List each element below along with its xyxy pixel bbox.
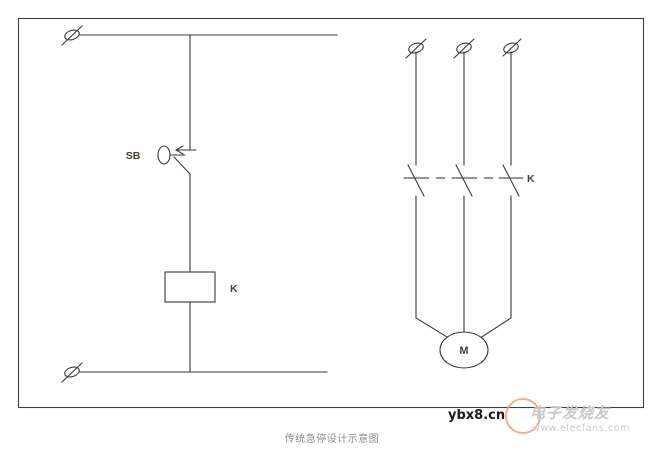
phase-l1-wire-lower — [415, 195, 453, 341]
diagram-caption: 传统急停设计示意图 — [284, 434, 380, 445]
diagram-frame — [17, 17, 645, 409]
pushbutton-sb — [157, 145, 197, 175]
phase-terminal-l3-slash — [502, 38, 522, 57]
watermark-url: www.elecfans.com — [532, 423, 631, 434]
contactor-label: K — [527, 173, 535, 185]
watermark-logo-ring — [505, 398, 541, 434]
pushbutton-actuator — [157, 145, 171, 165]
top-left-terminal — [61, 25, 83, 46]
phase-l3 — [476, 38, 524, 341]
phase-l2 — [451, 38, 477, 333]
terminal-slash — [61, 25, 83, 46]
motor-symbol: M — [439, 331, 489, 369]
motor-circle — [439, 331, 489, 369]
terminal-slash — [61, 362, 83, 383]
phase-terminal-l1-slash — [405, 38, 427, 59]
motor-label: M — [459, 345, 468, 357]
watermark: ybx8.cn 电子发烧友 www.elecfans.com — [448, 398, 664, 442]
bottom-left-terminal — [61, 362, 83, 383]
watermark-brand: 电子发烧友 — [530, 404, 611, 422]
power-circuit: K M — [403, 38, 535, 369]
control-circuit: SB K — [61, 25, 338, 383]
contact-l1-blade — [407, 164, 425, 197]
pushbutton-arrow-upper — [175, 145, 184, 151]
pushbutton-label: SB — [126, 150, 141, 162]
relay-coil-k — [164, 271, 216, 303]
pushbutton-blade — [173, 156, 191, 175]
watermark-site: ybx8.cn — [448, 408, 506, 423]
contact-l2-blade — [455, 164, 473, 197]
contact-l3-blade — [502, 164, 520, 197]
phase-terminal-l2-slash — [453, 38, 475, 59]
phase-l3-wire-lower — [476, 195, 512, 341]
pushbutton-arrow-lower — [175, 149, 184, 155]
phase-l1 — [403, 38, 453, 341]
coil-label: K — [230, 283, 238, 295]
